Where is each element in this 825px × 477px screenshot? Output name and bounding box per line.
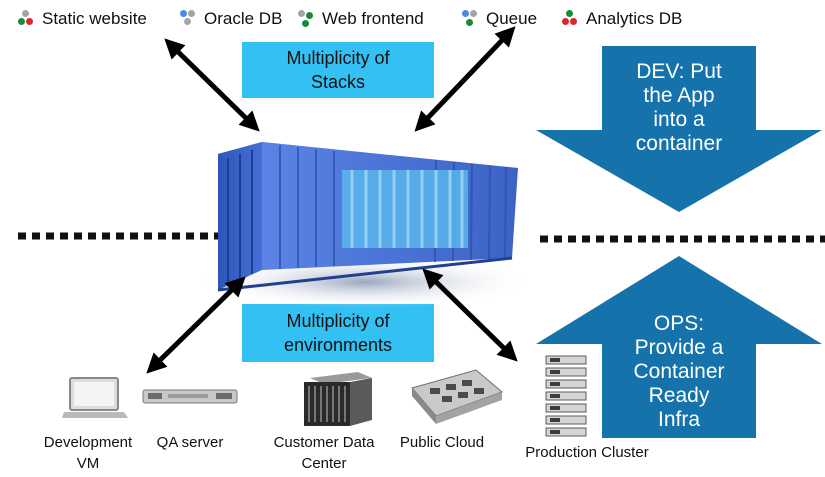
server-board-icon [411, 369, 503, 424]
dev-down-arrow [536, 46, 822, 212]
env-label-dev-line2: VM [76, 455, 100, 472]
stack-item-static-website: Static website [18, 6, 147, 32]
tri-dot-cluster-icon [298, 10, 314, 28]
env-label-development-vm: Development VM [36, 432, 140, 474]
ops-arrow-line3: Container [633, 360, 725, 383]
env-label-dev-line1: Development [43, 434, 133, 451]
stack-label: Static website [42, 9, 147, 28]
stack-item-oracle-db: Oracle DB [180, 6, 282, 32]
environments-label-line1: Multiplicity of [286, 311, 390, 331]
server-stack-icon [545, 355, 587, 437]
stacks-label-line1: Multiplicity of [286, 48, 390, 68]
stack-item-web-frontend: Web frontend [298, 6, 424, 32]
blade-chassis-icon [304, 372, 372, 426]
env-label-public-cloud: Public Cloud [399, 434, 485, 451]
ops-arrow-line4: Ready [648, 384, 710, 407]
ops-up-arrow [536, 256, 822, 438]
ops-arrow-line1: OPS: [653, 312, 705, 335]
stack-label: Oracle DB [204, 9, 283, 28]
ops-arrow-line2: Provide a [634, 336, 724, 359]
stacks-label-box: Multiplicity of Stacks [242, 42, 434, 98]
dev-ops-divider [18, 232, 825, 243]
dev-arrow-line1: DEV: Put [636, 60, 722, 83]
stack-label: Web frontend [322, 9, 424, 28]
stack-item-queue: Queue [462, 6, 537, 32]
env-label-qa-server: QA server [156, 434, 224, 451]
stack-item-analytics-db: Analytics DB [562, 6, 682, 32]
ops-arrow-line5: Infra [657, 408, 701, 431]
env-label-customer-data-center: Customer Data Center [262, 432, 386, 474]
dev-arrow-line4: container [635, 132, 723, 155]
laptop-icon [62, 377, 128, 418]
env-label-production-cluster: Production Cluster [525, 444, 649, 461]
environments-label-box: Multiplicity of environments [242, 304, 434, 362]
env-label-customer-line1: Customer Data [273, 434, 375, 451]
stack-label: Queue [486, 9, 538, 28]
shipping-container-icon [200, 142, 535, 308]
env-label-customer-line2: Center [301, 455, 347, 472]
ops-arrow-text: OPS: Provide a Container Ready Infra [602, 312, 756, 432]
tri-dot-cluster-icon [562, 10, 578, 28]
dev-arrow-line3: into a [653, 108, 705, 131]
dev-arrow-line2: the App [643, 84, 715, 107]
dev-arrow-text: DEV: Put the App into a container [602, 60, 756, 156]
tri-dot-cluster-icon [180, 10, 196, 28]
tri-dot-cluster-icon [18, 10, 34, 28]
environments-label-line2: environments [283, 335, 393, 355]
stacks-label-line2: Stacks [310, 72, 366, 92]
rack-server-icon [142, 389, 238, 404]
tri-dot-cluster-icon [462, 10, 478, 28]
stack-label: Analytics DB [586, 9, 683, 28]
